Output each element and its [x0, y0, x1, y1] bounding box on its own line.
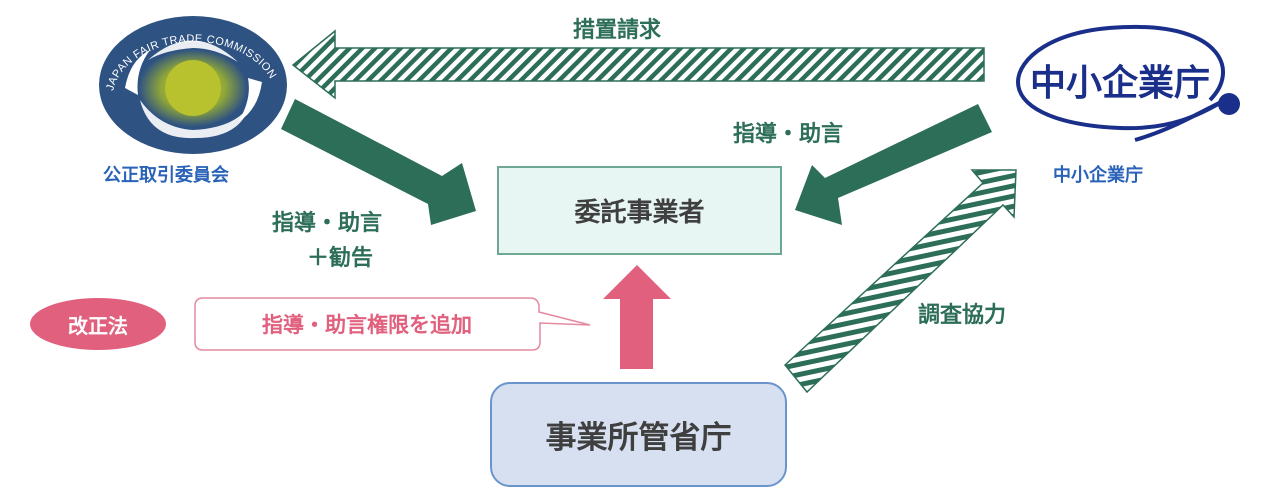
amended-law-label: 改正法 [68, 313, 128, 338]
ministry-box: 事業所管省庁 [490, 382, 787, 487]
sme-agency-logo-icon: 中小企業庁 [1015, 24, 1240, 142]
callout-text: 指導・助言権限を追加 [262, 313, 472, 337]
ministry-to-contractor-arrow [603, 265, 671, 369]
measure-request-arrow [291, 29, 985, 100]
callout-bubble [194, 297, 591, 351]
sme-agency-label: 中小企業庁 [1053, 165, 1143, 186]
contractor-box: 委託事業者 [497, 166, 782, 255]
jftc-guidance-label-line1: 指導・助言 [272, 211, 383, 236]
contractor-label: 委託事業者 [574, 198, 705, 228]
sme-logo-text: 中小企業庁 [1030, 62, 1210, 104]
amended-law-badge: 改正法 [30, 298, 166, 350]
measure-request-label: 措置請求 [573, 18, 662, 43]
investigation-cooperation-arrow [783, 169, 1017, 394]
jftc-label: 公正取引委員会 [103, 165, 229, 186]
sme-to-contractor-arrow [795, 104, 992, 225]
ministry-label: 事業所管省庁 [545, 420, 732, 456]
sme-guidance-label: 指導・助言 [733, 122, 844, 147]
jftc-guidance-label-line2: ＋勧告 [307, 246, 374, 271]
jftc-to-contractor-arrow [281, 99, 476, 225]
jftc-emblem-icon: JAPAN FAIR TRADE COMMISSION [99, 16, 287, 154]
investigation-cooperation-label: 調査協力 [918, 303, 1007, 328]
